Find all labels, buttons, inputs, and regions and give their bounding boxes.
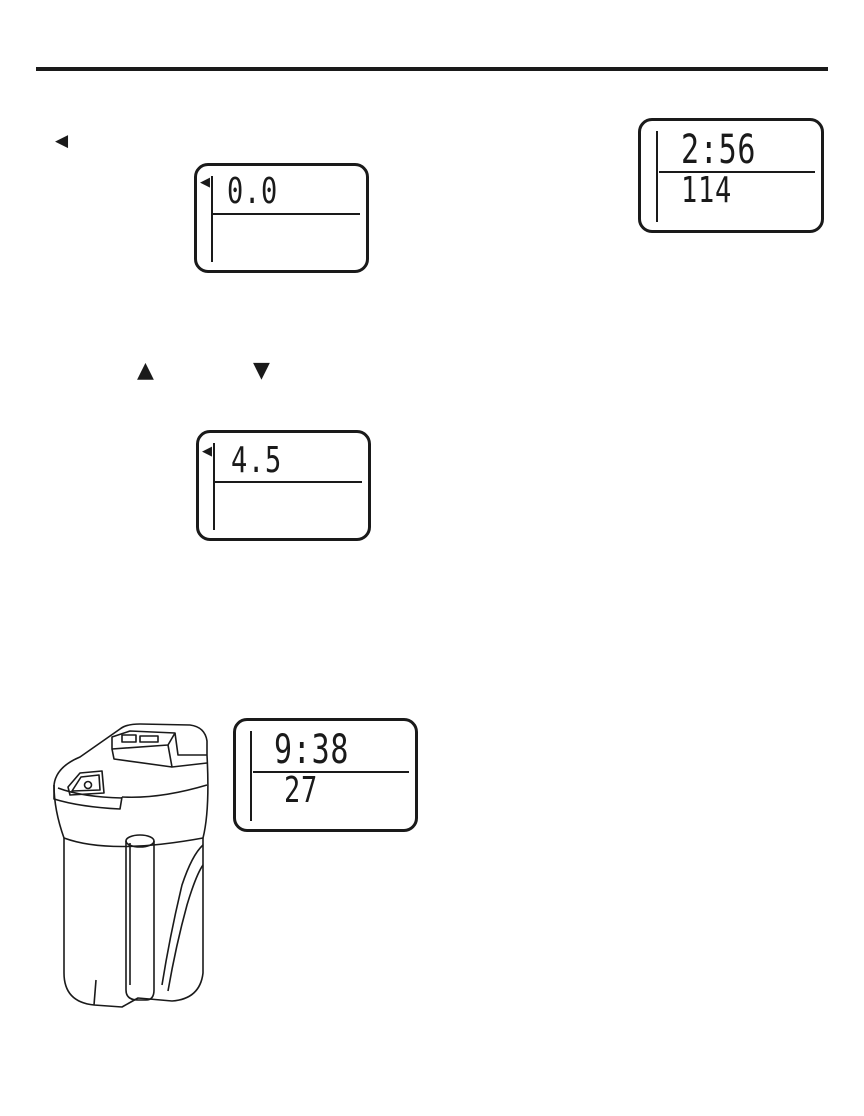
lcd-top-value: 4.5 [231, 443, 282, 479]
header-rule [36, 67, 828, 71]
lcd-pointer-icon: ◀ [200, 176, 210, 189]
lcd-pointer-icon: ◀ [202, 445, 212, 458]
left-pointer-icon: ◀ [55, 133, 68, 150]
lcd-display-3: 2:56 114 [638, 118, 824, 233]
up-arrow-icon: ▲ [137, 360, 154, 382]
lcd-display-2: ◀ 4.5 [196, 430, 371, 541]
lcd-top-value: 0.0 [227, 174, 278, 210]
lcd-bottom-value: 114 [681, 173, 732, 209]
water-softener-illustration [50, 715, 210, 1010]
lcd-display-1: ◀ 0.0 [194, 163, 369, 273]
down-arrow-icon: ▼ [253, 360, 270, 382]
lcd-display-4: 9:38 27 [233, 718, 418, 832]
lcd-top-value: 9:38 [274, 730, 349, 770]
lcd-bottom-value: 27 [284, 773, 318, 809]
lcd-top-value: 2:56 [681, 130, 756, 170]
